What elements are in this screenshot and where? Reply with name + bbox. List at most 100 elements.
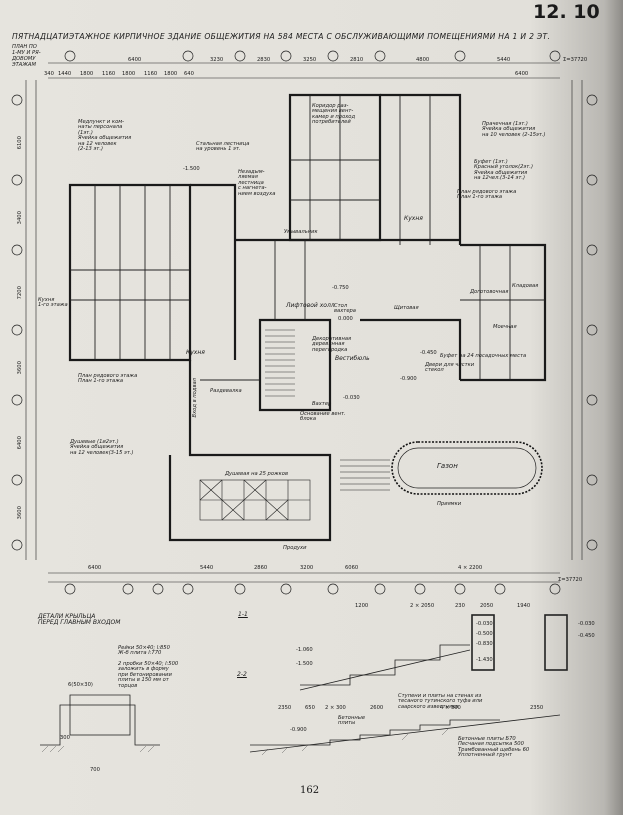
dim-bottom: 4 × 2200 <box>458 565 483 571</box>
detail-level: -0.500 <box>476 631 493 637</box>
room-label: Продухи <box>283 545 307 551</box>
detail-level: -1.430 <box>476 657 493 663</box>
dim-top: 3250 <box>303 57 317 63</box>
detail-dim: 2 × 2050 <box>410 603 435 609</box>
detail-dim: 300 <box>60 735 70 741</box>
dim-top: 4800 <box>416 57 430 63</box>
entrance-steps <box>340 459 390 491</box>
section-label-2: 2-2 <box>237 671 247 678</box>
level-mark: -0.450 <box>420 350 437 356</box>
plan-title-line-1: ПЛАН ПО <box>12 44 37 50</box>
room-label: Кухня <box>404 215 423 222</box>
shower-grid <box>199 479 311 521</box>
room-label: Стол вахтера <box>334 303 356 315</box>
dim-top: 6400 <box>515 71 529 77</box>
dim-top-2: 1160 <box>144 71 158 77</box>
room-label: Газон <box>437 462 458 470</box>
room-label: Лифтовой холл <box>286 302 335 309</box>
drawing-title: ПЯТНАДЦАТИЭТАЖНОЕ КИРПИЧНОЕ ЗДАНИЕ ОБЩЕЖ… <box>12 32 551 41</box>
dim-side: 6100 <box>16 136 23 150</box>
room-label: Двери для чистки стекол <box>425 362 475 374</box>
dim-top-2: 1800 <box>122 71 136 77</box>
dim-total: Σ=37720 <box>563 57 588 63</box>
dim-bottom: 3200 <box>300 565 314 571</box>
dim-top: 6400 <box>128 57 142 63</box>
dim-top: 2810 <box>350 57 364 63</box>
dim-side: 3400 <box>16 211 23 225</box>
dim-top-2: 1440 <box>58 71 72 77</box>
room-label: Душевые (1и2эт.) Ячейка общежития на 12 … <box>70 439 134 456</box>
dim-bottom: 2860 <box>254 565 268 571</box>
detail-note: 2 пробки 50×40; l:500 заложить в форму п… <box>118 661 179 689</box>
dim-bottom-total: Σ=37720 <box>558 577 583 583</box>
detail-dim: 230 <box>455 603 465 609</box>
section-number: 12. 10 <box>533 1 600 23</box>
room-label: Душевая на 25 рожков <box>225 471 289 477</box>
room-label: Приямки <box>437 501 462 507</box>
room-label: Доготовочная <box>470 289 509 295</box>
plan-partitions <box>70 95 545 381</box>
detail-level: -0.450 <box>578 633 595 639</box>
room-label: Незадым- ляемая лестница с нагнета- нием… <box>238 169 276 197</box>
room-label: Прачечная (1эт.) Ячейка общежития на 10 … <box>482 121 546 138</box>
detail-note: Ступени и плиты на стенах из тесаного ту… <box>398 693 483 710</box>
detail-level: -0.030 <box>476 621 493 627</box>
detail-note: Бетонные плиты <box>338 715 366 727</box>
room-label: Кухня 1-го этажа <box>38 297 68 309</box>
level-mark: -1.500 <box>183 166 200 172</box>
dim-side: 3600 <box>16 506 23 520</box>
dim-side: 6400 <box>16 436 23 450</box>
detail-dim: 1940 <box>517 603 531 609</box>
detail-dim: 650 <box>305 705 315 711</box>
dim-top: 2830 <box>257 57 271 63</box>
room-label: Медпункт и ком- наты персонала (1эт.) Яч… <box>78 119 132 153</box>
level-mark: 0.000 <box>338 316 353 322</box>
room-label: План рядового этажа План 1-го этажа <box>78 373 138 385</box>
detail-level: -0.900 <box>290 727 307 733</box>
dim-top: 3230 <box>210 57 224 63</box>
detail-level: -0.830 <box>476 641 493 647</box>
room-label: Декоративная деревянная перегородка <box>312 336 352 353</box>
page-number: 162 <box>300 785 320 796</box>
detail-level: -1.060 <box>296 647 313 653</box>
room-label: Буфет на 24 посадочных места <box>440 353 527 359</box>
room-label: Кладовая <box>512 283 539 289</box>
room-label: Стальная лестница на уровень 1 эт. <box>196 141 250 153</box>
room-label: Буфет (1эт.) Красный уголок(2эт.) Ячейка… <box>474 159 533 182</box>
level-mark: -0.750 <box>332 285 349 291</box>
room-label: Раздевалка <box>210 388 242 394</box>
plan-title-line-4: ЭТАЖАМ <box>12 62 36 68</box>
dim-top-2: 1800 <box>80 71 94 77</box>
room-label: Вахтер <box>312 401 332 407</box>
dim-bottom: 5440 <box>200 565 214 571</box>
room-label: Щитовая <box>394 305 419 311</box>
plan-title-line-3: ДОВОМУ <box>12 56 36 62</box>
stair-hatching <box>265 329 295 397</box>
detail-level: -0.030 <box>578 621 595 627</box>
detail-note: Рейки 50×40; l:850 Ж-б плита l:770 <box>118 645 170 657</box>
room-label: Кухня <box>186 349 205 356</box>
detail-dim: 700 <box>90 767 100 773</box>
room-label: Вход в подвал <box>192 378 198 418</box>
section-label-1: 1-1 <box>238 611 248 618</box>
section-details <box>40 614 568 753</box>
dim-top-2: 640 <box>184 71 194 77</box>
room-label: Моечная <box>493 324 517 330</box>
axis-markers-sides <box>11 94 598 551</box>
ground-hatch <box>41 728 449 756</box>
axis-markers-top <box>64 50 561 62</box>
dim-side: 7200 <box>16 286 23 300</box>
dim-top-2: 1800 <box>164 71 178 77</box>
detail-dim: 2 × 300 <box>325 705 346 711</box>
axis-markers-bottom <box>64 583 561 595</box>
details-title: ДЕТАЛИ КРЫЛЬЦА ПЕРЕД ГЛАВНЫМ ВХОДОМ <box>38 613 121 627</box>
dim-side: 3600 <box>16 361 23 375</box>
detail-dim: 2350 <box>530 705 544 711</box>
detail-dim: 2350 <box>278 705 292 711</box>
room-label: Вестибюль <box>335 355 370 362</box>
detail-dim: 1200 <box>355 603 369 609</box>
plan-title-line-2: 1-МУ И РЯ- <box>12 50 41 56</box>
room-label: Умывальник <box>284 229 318 235</box>
